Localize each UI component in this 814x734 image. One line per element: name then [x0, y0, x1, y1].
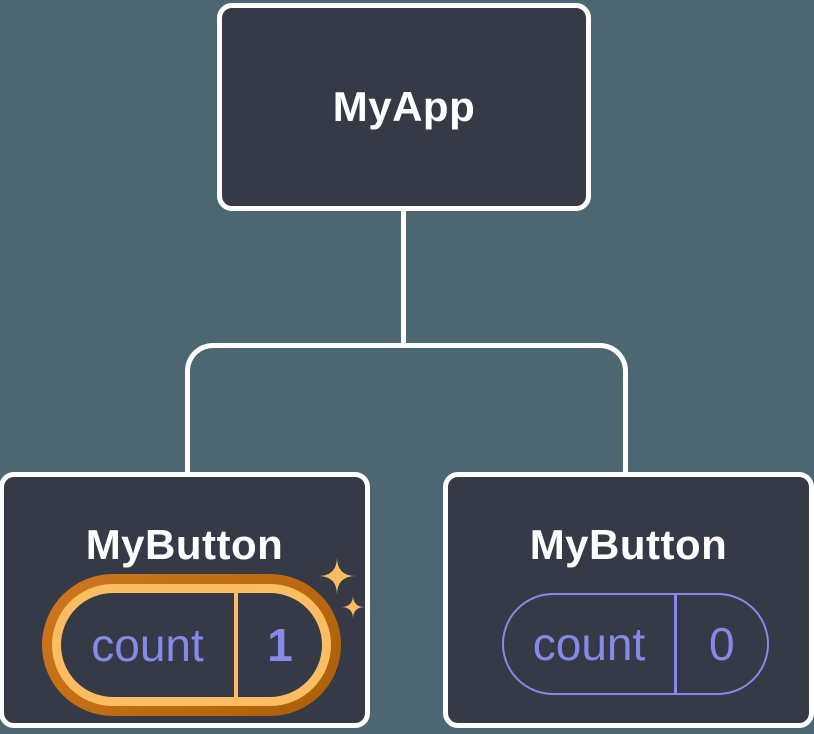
state-name: count [91, 619, 204, 671]
state-value: 0 [708, 618, 735, 670]
child-right-label: MyButton [529, 521, 728, 568]
component-node-root: MyApp [217, 3, 591, 211]
child-left-label: MyButton [85, 521, 284, 568]
state-pill-highlighted: count 1 [42, 574, 341, 716]
state-pill-body: count 1 [61, 593, 322, 697]
sparkle-icon [318, 557, 365, 619]
component-node-child-left: MyButton count 1 [0, 472, 370, 728]
state-pill-divider [234, 593, 238, 697]
connector-root-stem [401, 211, 406, 344]
root-node-label: MyApp [332, 83, 476, 130]
component-node-child-right: MyButton count 0 [443, 472, 814, 728]
state-pill-plain: count 0 [502, 593, 769, 695]
connector-branch [185, 343, 628, 473]
state-pill-highlight-ring: count 1 [52, 584, 331, 706]
state-pill-divider [674, 595, 677, 693]
state-name: count [532, 618, 646, 670]
state-value: 1 [267, 619, 293, 671]
